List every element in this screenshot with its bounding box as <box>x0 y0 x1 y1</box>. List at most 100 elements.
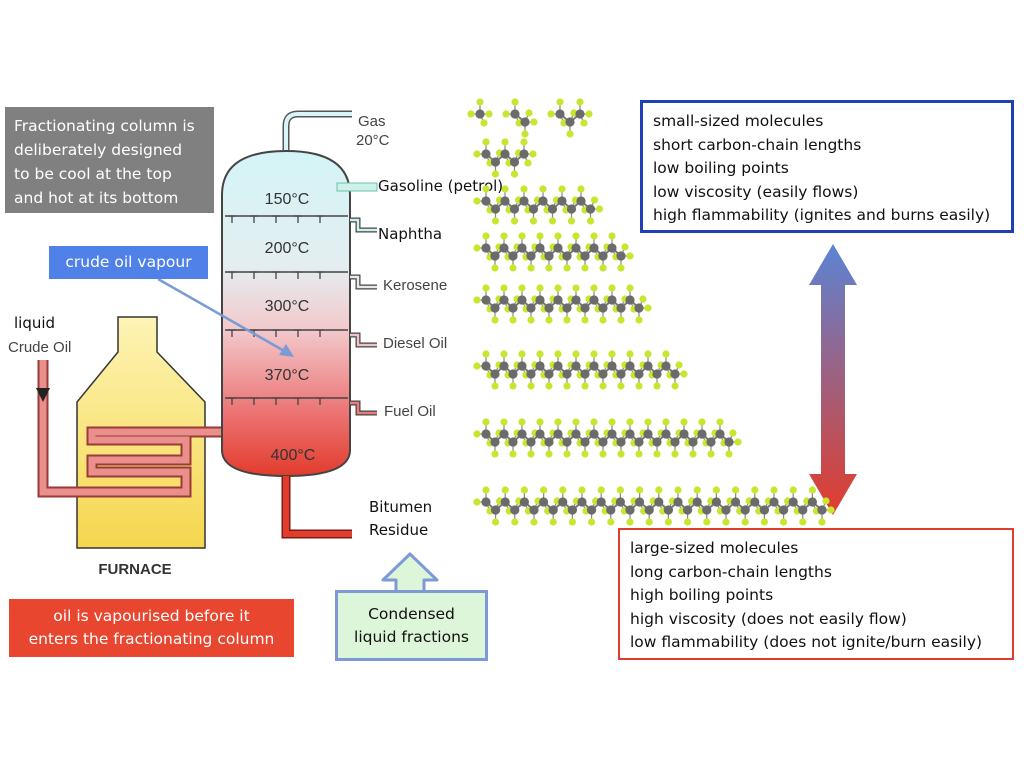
carbon-atom <box>557 196 567 206</box>
carbon-atom <box>798 505 808 515</box>
hydrogen-atom <box>482 185 490 193</box>
hydrogen-atom <box>527 450 535 458</box>
carbon-atom <box>575 109 585 119</box>
molecule-c2 <box>502 98 538 138</box>
hydrogen-atom <box>644 350 652 358</box>
carbon-atom <box>544 369 554 379</box>
hydrogen-atom <box>476 98 484 106</box>
hydrogen-atom <box>712 486 721 494</box>
bubble-cap <box>228 215 236 223</box>
crude-oil-input-label-line1: liquid <box>14 314 55 332</box>
residue-outlet-pipe <box>281 476 352 539</box>
hydrogen-atom <box>585 110 593 118</box>
carbon-atom <box>788 497 798 507</box>
hydrogen-atom <box>545 450 553 458</box>
hydrogen-atom <box>518 418 526 426</box>
molecule-c16 <box>473 232 634 272</box>
fraction-diesel: Diesel Oil <box>383 335 447 352</box>
property-item: long carbon-chain lengths <box>630 562 832 581</box>
carbon-atom <box>508 369 518 379</box>
hydrogen-atom <box>698 418 706 426</box>
hydrogen-atom <box>511 98 519 106</box>
carbon-atom <box>606 505 616 515</box>
carbon-atom <box>558 497 568 507</box>
hydrogen-atom <box>530 118 538 126</box>
hydrogen-atom <box>536 350 544 358</box>
hydrogen-atom <box>626 418 634 426</box>
carbon-atom <box>481 295 491 305</box>
bubble-cap <box>250 397 258 405</box>
property-item: high boiling points <box>630 586 774 605</box>
hydrogen-atom <box>635 382 643 390</box>
carbon-atom <box>571 295 581 305</box>
fractionating-column: 150°C 200°C 300°C 370°C 400°C Gas 20°C G… <box>221 110 503 539</box>
carbon-atom <box>526 437 536 447</box>
property-item: low boiling points <box>653 159 789 178</box>
fraction-outlet-pipe <box>350 332 377 348</box>
bubble-cap <box>294 271 302 279</box>
crude-oil-vapour-label: crude oil vapour <box>49 246 208 279</box>
hydrogen-atom <box>818 518 826 526</box>
hydrogen-atom <box>558 185 566 193</box>
carbon-atom <box>616 437 626 447</box>
hydrogen-atom <box>644 304 652 312</box>
bubble-cap <box>294 215 302 223</box>
carbon-atom <box>625 429 635 439</box>
carbon-atom <box>519 497 530 507</box>
carbon-atom <box>817 505 827 515</box>
hydrogen-atom <box>595 205 604 213</box>
hydrogen-atom <box>578 486 586 494</box>
molecule-c12 <box>473 185 604 225</box>
carbon-atom <box>615 497 626 507</box>
carbon-atom <box>589 243 599 253</box>
hydrogen-atom <box>581 450 589 458</box>
carbon-atom <box>553 429 563 439</box>
hydrogen-atom <box>566 130 574 138</box>
fraction-outlet-pipe <box>350 274 377 290</box>
hydrogen-atom <box>599 450 607 458</box>
fraction-bitumen: Bitumen <box>369 498 432 516</box>
carbon-atom <box>652 369 662 379</box>
carbon-atom <box>721 505 731 515</box>
hydrogen-atom <box>822 497 830 505</box>
carbon-atom <box>607 295 617 305</box>
carbon-atom <box>807 497 818 507</box>
temp-300: 300°C <box>265 298 310 315</box>
hydrogen-atom <box>539 185 547 193</box>
hydrogen-atom <box>639 295 647 303</box>
carbon-atom <box>625 505 635 515</box>
hydrogen-atom <box>576 98 584 106</box>
hydrogen-atom <box>626 252 634 260</box>
carbon-atom <box>598 303 608 313</box>
carbon-atom <box>616 369 626 379</box>
hydrogen-atom <box>491 382 499 390</box>
hydrogen-atom <box>653 382 661 390</box>
carbon-atom <box>544 437 554 447</box>
carbon-atom <box>499 295 509 305</box>
fraction-outlet-pipe-fill <box>350 218 377 232</box>
hydrogen-atom <box>675 361 683 369</box>
bubble-cap <box>272 215 280 223</box>
hydrogen-atom <box>563 316 571 324</box>
hydrogen-atom <box>473 430 481 438</box>
carbon-atom <box>481 196 491 206</box>
hydrogen-atom <box>590 284 598 292</box>
fraction-residue: Residue <box>369 521 428 539</box>
hydrogen-atom <box>520 486 529 494</box>
hydrogen-atom <box>500 350 508 358</box>
fraction-outlet-pipe-fill <box>350 333 377 347</box>
hydrogen-atom <box>510 170 519 178</box>
hydrogen-atom <box>741 518 749 526</box>
carbon-atom <box>589 429 599 439</box>
hydrogen-atom <box>482 232 490 240</box>
carbon-atom <box>526 369 536 379</box>
carbon-atom <box>576 196 586 206</box>
fraction-naphtha: Naphtha <box>378 225 442 243</box>
hydrogen-atom <box>536 284 544 292</box>
carbon-atom <box>509 204 520 214</box>
carbon-atom <box>596 497 606 507</box>
bubble-cap <box>272 397 280 405</box>
hydrogen-atom <box>563 264 571 272</box>
hydrogen-atom <box>751 486 759 494</box>
hydrogen-atom <box>545 382 553 390</box>
